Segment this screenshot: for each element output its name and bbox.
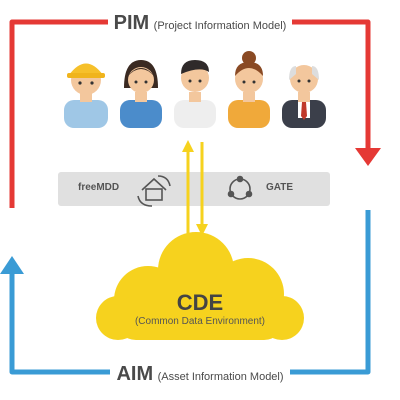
cde-abbr: CDE [176,290,224,315]
cde-cloud-icon [96,232,304,340]
aim-abbr: AIM [116,363,154,385]
gateway-bar [58,172,330,206]
person-young-man-icon [174,60,216,128]
person-older-man-icon [282,65,326,128]
freemdd-label: freeMDD [78,182,120,193]
pim-full-name: (Project Information Model) [153,20,287,32]
cde-full-name: (Common Data Environment) [134,316,266,327]
cycle-icon [227,175,253,200]
house-sync-icon [137,175,171,207]
person-worker-hardhat-icon [64,63,108,128]
person-woman-dark-hair-icon [120,60,162,128]
data-exchange-arrows [182,140,208,236]
pim-title: PIM (Project Information Model) [0,12,400,35]
aim-arrowhead [0,256,24,274]
aim-title: AIM (Asset Information Model) [0,363,400,386]
pim-arrowhead [355,148,381,166]
pim-abbr: PIM [113,12,150,34]
aim-full-name: (Asset Information Model) [157,371,284,383]
gate-label: GATE [266,182,294,193]
person-woman-bun-icon [228,51,270,128]
